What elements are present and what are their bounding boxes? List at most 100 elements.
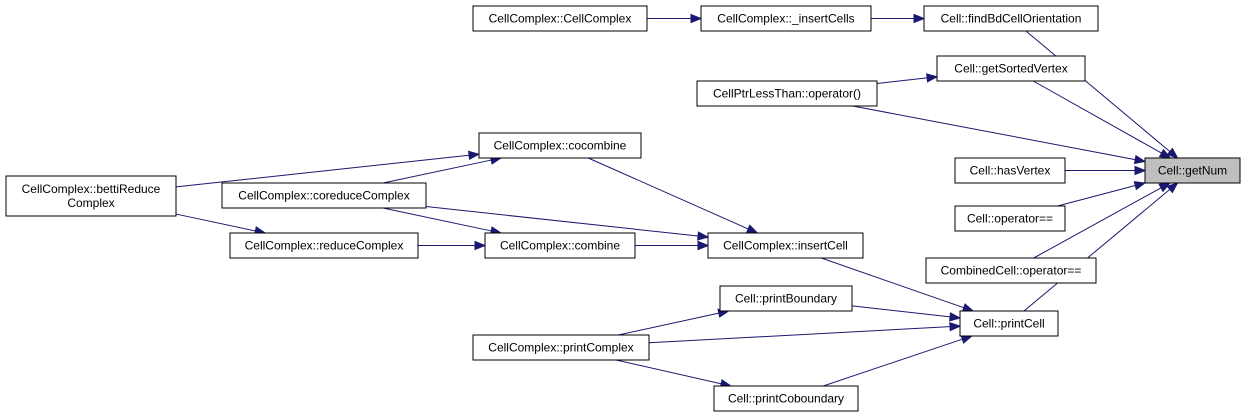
node-label: CellComplex::combine: [500, 239, 620, 253]
edge-betti-to-cocombine: [175, 150, 481, 188]
node-label: Cell::operator==: [967, 212, 1053, 226]
edge-arrowhead: [745, 224, 759, 234]
node-printcell[interactable]: Cell::printCell: [959, 310, 1059, 337]
node-printboundary[interactable]: Cell::printBoundary: [719, 285, 853, 312]
node-label: CellComplex::printComplex: [488, 341, 633, 355]
edge-line: [587, 157, 749, 230]
edge-reduce-to-combine: [418, 240, 487, 251]
node-box[interactable]: [5, 175, 177, 217]
edge-line: [175, 154, 470, 188]
edge-line: [1057, 185, 1136, 207]
node-label: Cell::printBoundary: [735, 292, 837, 306]
edge-printcomplex-to-printcell: [648, 321, 962, 344]
node-coreduce[interactable]: CellComplex::coreduceComplex: [221, 182, 427, 209]
node-box[interactable]: [229, 232, 419, 259]
edge-combeq-to-getnum: [1033, 182, 1171, 259]
edge-coreduce-to-insertcell: [425, 206, 710, 241]
node-getsorted[interactable]: Cell::getSortedVertex: [936, 55, 1086, 82]
node-ccctor[interactable]: CellComplex::CellComplex: [472, 5, 648, 32]
node-box[interactable]: [472, 334, 650, 361]
edge-arrowhead: [960, 334, 974, 344]
node-cocombine[interactable]: CellComplex::cocombine: [478, 132, 642, 159]
node-combeq[interactable]: CombinedCell::operator==: [925, 257, 1097, 284]
node-label: Cell::getNum: [1158, 164, 1227, 178]
node-label: Cell::printCell: [973, 317, 1044, 331]
edge-arrowhead: [468, 150, 481, 161]
node-printcoboundary[interactable]: Cell::printCoboundary: [713, 385, 859, 412]
node-box[interactable]: [959, 310, 1059, 337]
edge-arrowhead: [474, 240, 487, 251]
edge-arrowhead: [1158, 182, 1171, 193]
node-label: Cell::hasVertex: [970, 164, 1051, 178]
edge-printcomplex-to-printcoboundary: [616, 359, 733, 389]
edge-arrowhead: [697, 231, 710, 241]
node-label: CellComplex::insertCell: [723, 239, 848, 253]
node-box[interactable]: [925, 257, 1097, 284]
edge-coreduce-to-cocombine: [382, 155, 503, 184]
edge-arrowhead: [697, 240, 710, 251]
node-box[interactable]: [700, 5, 872, 32]
call-graph-edges: [175, 13, 1179, 389]
node-hasvertex[interactable]: Cell::hasVertex: [954, 157, 1066, 184]
node-box[interactable]: [478, 132, 642, 159]
edge-printcell-to-getnum: [1023, 182, 1179, 312]
edge-arrowhead: [1133, 181, 1147, 191]
node-box[interactable]: [936, 55, 1086, 82]
node-findbd[interactable]: Cell::findBdCellOrientation: [923, 5, 1099, 32]
edge-line: [851, 305, 951, 318]
edge-arrowhead: [1166, 182, 1179, 194]
edge-line: [648, 326, 951, 344]
node-celleq[interactable]: Cell::operator==: [954, 205, 1066, 232]
call-graph-nodes: Cell::getNumCell::findBdCellOrientationC…: [5, 5, 1241, 412]
node-getnum[interactable]: Cell::getNum: [1144, 157, 1241, 184]
edge-printcomplex-to-printboundary: [618, 308, 730, 336]
node-label: CellComplex::cocombine: [494, 139, 627, 153]
edge-arrowhead: [961, 303, 975, 313]
edge-celleq-to-getnum: [1057, 181, 1147, 207]
node-label: CellComplex::_insertCells: [717, 12, 854, 26]
edge-line: [425, 206, 699, 237]
node-box[interactable]: [954, 205, 1066, 232]
edge-line: [616, 359, 722, 385]
node-label: CellComplex::CellComplex: [489, 12, 632, 26]
node-box[interactable]: [719, 285, 853, 312]
edge-getsorted-to-getnum: [1032, 80, 1172, 159]
node-box[interactable]: [696, 80, 878, 107]
edge-arrowhead: [949, 321, 962, 332]
edge-arrowhead: [1166, 147, 1179, 159]
node-box[interactable]: [707, 232, 864, 259]
node-label: Cell::getSortedVertex: [954, 62, 1067, 76]
edge-line: [823, 338, 963, 387]
edge-line: [618, 312, 719, 336]
node-reduce[interactable]: CellComplex::reduceComplex: [229, 232, 419, 259]
edge-ccctor-to-insertcells: [647, 13, 703, 24]
edge-ptrless-to-getsorted: [876, 73, 939, 84]
edge-arrowhead: [926, 73, 939, 83]
node-insertcell[interactable]: CellComplex::insertCell: [707, 232, 864, 259]
edge-line: [1032, 80, 1162, 154]
edge-insertcells-to-findbd: [871, 13, 926, 24]
edge-coreduce-to-combine: [382, 207, 503, 236]
node-box[interactable]: [923, 5, 1099, 32]
node-label: Cell::findBdCellOrientation: [941, 12, 1082, 26]
edge-line: [1025, 30, 1171, 152]
edge-arrowhead: [1158, 148, 1172, 159]
node-label: CellComplex::reduceComplex: [245, 239, 404, 253]
node-box[interactable]: [1144, 157, 1241, 184]
node-printcomplex[interactable]: CellComplex::printComplex: [472, 334, 650, 361]
node-combine[interactable]: CellComplex::combine: [484, 232, 636, 259]
node-box[interactable]: [713, 385, 859, 412]
node-box[interactable]: [221, 182, 427, 209]
edge-line: [1033, 187, 1162, 259]
node-box[interactable]: [472, 5, 648, 32]
edge-arrowhead: [1134, 165, 1147, 176]
edge-cocombine-to-insertcell: [587, 157, 759, 234]
node-box[interactable]: [484, 232, 636, 259]
edge-arrowhead: [913, 13, 926, 24]
node-ptrless[interactable]: CellPtrLessThan::operator(): [696, 80, 878, 107]
edge-printboundary-to-printcell: [851, 305, 962, 322]
node-box[interactable]: [954, 157, 1066, 184]
node-insertcells[interactable]: CellComplex::_insertCells: [700, 5, 872, 32]
